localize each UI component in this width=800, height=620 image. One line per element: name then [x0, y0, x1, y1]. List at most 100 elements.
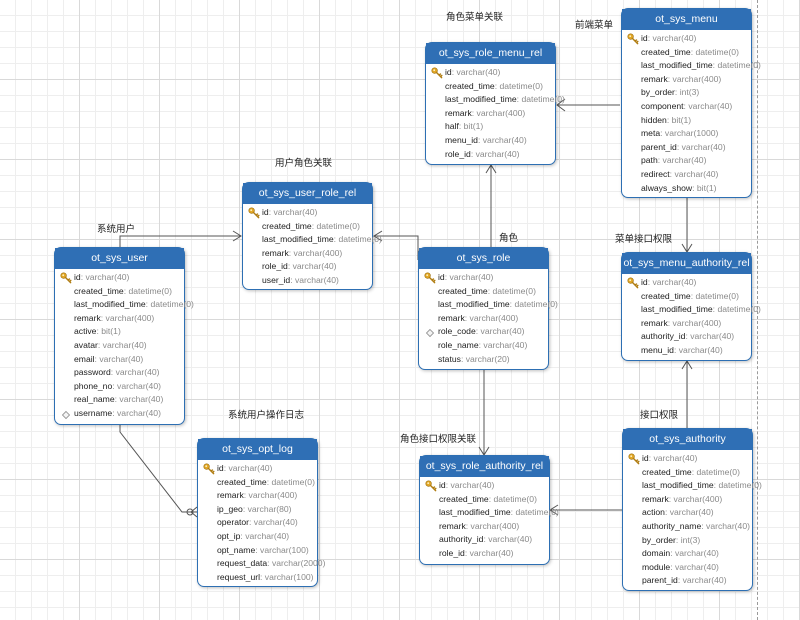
field-row[interactable]: remark: varchar(400) — [445, 107, 526, 118]
field-row[interactable]: authority_name: varchar(40) — [642, 520, 750, 531]
field-row[interactable]: meta: varchar(1000) — [641, 128, 719, 139]
field-row[interactable]: created_time: datetime(0) — [438, 285, 536, 296]
field-row[interactable]: component: varchar(40) — [641, 100, 733, 111]
field-row[interactable]: menu_id: varchar(40) — [445, 134, 527, 145]
field-row[interactable]: password: varchar(40) — [74, 367, 160, 378]
field-row[interactable]: remark: varchar(400) — [641, 317, 722, 328]
field-type: varchar(400) — [476, 107, 526, 118]
field-row[interactable]: id: varchar(40) — [426, 66, 555, 80]
key-icon — [627, 33, 639, 45]
field-row[interactable]: username: varchar(40) — [55, 407, 184, 421]
entity-authority[interactable]: ot_sys_authority id: varchar(40)created_… — [622, 428, 762, 591]
field-row[interactable]: request_url: varchar(100) — [217, 571, 314, 582]
field-row[interactable]: path: varchar(40) — [641, 155, 707, 166]
field-name: created_time — [641, 46, 691, 57]
field-row[interactable]: id: varchar(40) — [623, 452, 752, 466]
field-row[interactable]: hidden: bit(1) — [641, 114, 692, 125]
entity-role[interactable]: ot_sys_role id: varchar(40)created_time:… — [418, 247, 558, 370]
field-row[interactable]: role_id: varchar(40) — [262, 261, 337, 272]
field-row[interactable]: created_time: datetime(0) — [445, 80, 543, 91]
field-row[interactable]: created_time: datetime(0) — [641, 290, 739, 301]
field-row[interactable]: created_time: datetime(0) — [262, 220, 360, 231]
field-row[interactable]: created_time: datetime(0) — [439, 493, 537, 504]
field-row[interactable]: last_modified_time: datetime(0) — [641, 304, 761, 315]
field-row[interactable]: remark: varchar(400) — [262, 247, 343, 258]
field-row[interactable]: role_code: varchar(40) — [419, 325, 548, 339]
field-row[interactable]: last_modified_time: datetime(0) — [262, 234, 382, 245]
field-row[interactable]: id: varchar(40) — [198, 462, 317, 476]
entity-role-authority-rel[interactable]: ot_sys_role_authority_rel id: varchar(40… — [419, 455, 559, 565]
field-row[interactable]: active: bit(1) — [74, 326, 121, 337]
field-name: remark — [445, 107, 472, 118]
field-row[interactable]: half: bit(1) — [445, 121, 484, 132]
field-row[interactable]: role_name: varchar(40) — [438, 339, 528, 350]
field-row[interactable]: domain: varchar(40) — [642, 548, 719, 559]
field-row[interactable]: created_time: datetime(0) — [217, 476, 315, 487]
field-row[interactable]: last_modified_time: datetime(0) — [438, 299, 558, 310]
field-row[interactable]: avatar: varchar(40) — [74, 339, 147, 350]
field-row[interactable]: remark: varchar(400) — [74, 312, 155, 323]
field-row[interactable]: opt_name: varchar(100) — [217, 544, 309, 555]
field-row[interactable]: by_order: int(3) — [642, 534, 701, 545]
field-name: id — [439, 480, 446, 490]
field-name: by_order — [642, 534, 676, 545]
field-row[interactable]: last_modified_time: datetime(0) — [642, 480, 762, 491]
field-row[interactable]: authority_id: varchar(40) — [641, 331, 735, 342]
field-row[interactable]: id: varchar(40) — [55, 271, 184, 285]
unique-index-icon — [425, 328, 435, 338]
field-type: datetime(0) — [338, 234, 382, 245]
field-row[interactable]: id: varchar(40) — [622, 32, 751, 46]
field-row[interactable]: remark: varchar(400) — [641, 73, 722, 84]
field-row[interactable]: created_time: datetime(0) — [642, 466, 740, 477]
entity-role-menu-rel[interactable]: ot_sys_role_menu_rel id: varchar(40)crea… — [425, 42, 565, 165]
field-row[interactable]: remark: varchar(400) — [438, 312, 519, 323]
field-row[interactable]: opt_ip: varchar(40) — [217, 530, 290, 541]
field-row[interactable]: module: varchar(40) — [642, 561, 719, 572]
entity-menu[interactable]: ot_sys_menu id: varchar(40)created_time:… — [621, 8, 761, 198]
field-row[interactable]: redirect: varchar(40) — [641, 168, 719, 179]
field-row[interactable]: id: varchar(40) — [419, 271, 548, 285]
field-row[interactable]: menu_id: varchar(40) — [641, 344, 723, 355]
field-name: request_data — [217, 558, 268, 569]
field-name: remark — [641, 73, 668, 84]
field-row[interactable]: role_id: varchar(40) — [439, 547, 514, 558]
field-row[interactable]: remark: varchar(400) — [439, 520, 520, 531]
field-row[interactable]: status: varchar(20) — [438, 353, 510, 364]
field-row[interactable]: id: varchar(40) — [420, 479, 549, 493]
field-row[interactable]: parent_id: varchar(40) — [641, 141, 726, 152]
field-row[interactable]: phone_no: varchar(40) — [74, 380, 161, 391]
field-row[interactable]: by_order: int(3) — [641, 87, 700, 98]
field-type: varchar(40) — [669, 507, 714, 518]
field-row[interactable]: remark: varchar(400) — [217, 490, 298, 501]
field-row[interactable]: parent_id: varchar(40) — [642, 575, 727, 586]
field-row[interactable]: ip_geo: varchar(80) — [217, 503, 292, 514]
field-row[interactable]: email: varchar(40) — [74, 353, 144, 364]
field-row[interactable]: created_time: datetime(0) — [641, 46, 739, 57]
field-row[interactable]: request_data: varchar(2000) — [217, 558, 326, 569]
entity-menu-authority-rel[interactable]: ot_sys_menu_authority_rel id: varchar(40… — [621, 252, 761, 361]
field-row[interactable]: role_id: varchar(40) — [445, 148, 520, 159]
field-row[interactable]: id: varchar(40) — [243, 206, 372, 220]
field-row[interactable]: always_show: bit(1) — [641, 182, 717, 193]
field-row[interactable]: remark: varchar(400) — [642, 493, 723, 504]
entity-user-role-rel[interactable]: ot_sys_user_role_rel id: varchar(40)crea… — [242, 182, 382, 290]
field-row[interactable]: created_time: datetime(0) — [74, 285, 172, 296]
field-row[interactable]: authority_id: varchar(40) — [439, 534, 533, 545]
key-icon — [425, 480, 437, 492]
field-row[interactable]: id: varchar(40) — [622, 276, 751, 290]
field-name: created_time — [445, 80, 495, 91]
field-row[interactable]: last_modified_time: datetime(0) — [641, 60, 761, 71]
field-row[interactable]: last_modified_time: datetime(0) — [445, 94, 565, 105]
field-type: varchar(40) — [117, 380, 161, 391]
field-row[interactable]: last_modified_time: datetime(0) — [439, 507, 559, 518]
field-row[interactable]: user_id: varchar(40) — [262, 274, 339, 285]
field-row[interactable]: last_modified_time: datetime(0) — [74, 299, 194, 310]
field-row[interactable]: operator: varchar(40) — [217, 517, 298, 528]
entity-user[interactable]: ot_sys_user id: varchar(40)created_time:… — [54, 247, 194, 425]
field-type: int(3) — [680, 534, 701, 545]
field-row[interactable]: real_name: varchar(40) — [74, 394, 164, 405]
field-type: varchar(40) — [483, 339, 528, 350]
field-row[interactable]: action: varchar(40) — [642, 507, 714, 518]
entity-opt-log[interactable]: ot_sys_opt_log id: varchar(40)created_ti… — [197, 438, 326, 587]
field-name: by_order — [641, 87, 675, 98]
